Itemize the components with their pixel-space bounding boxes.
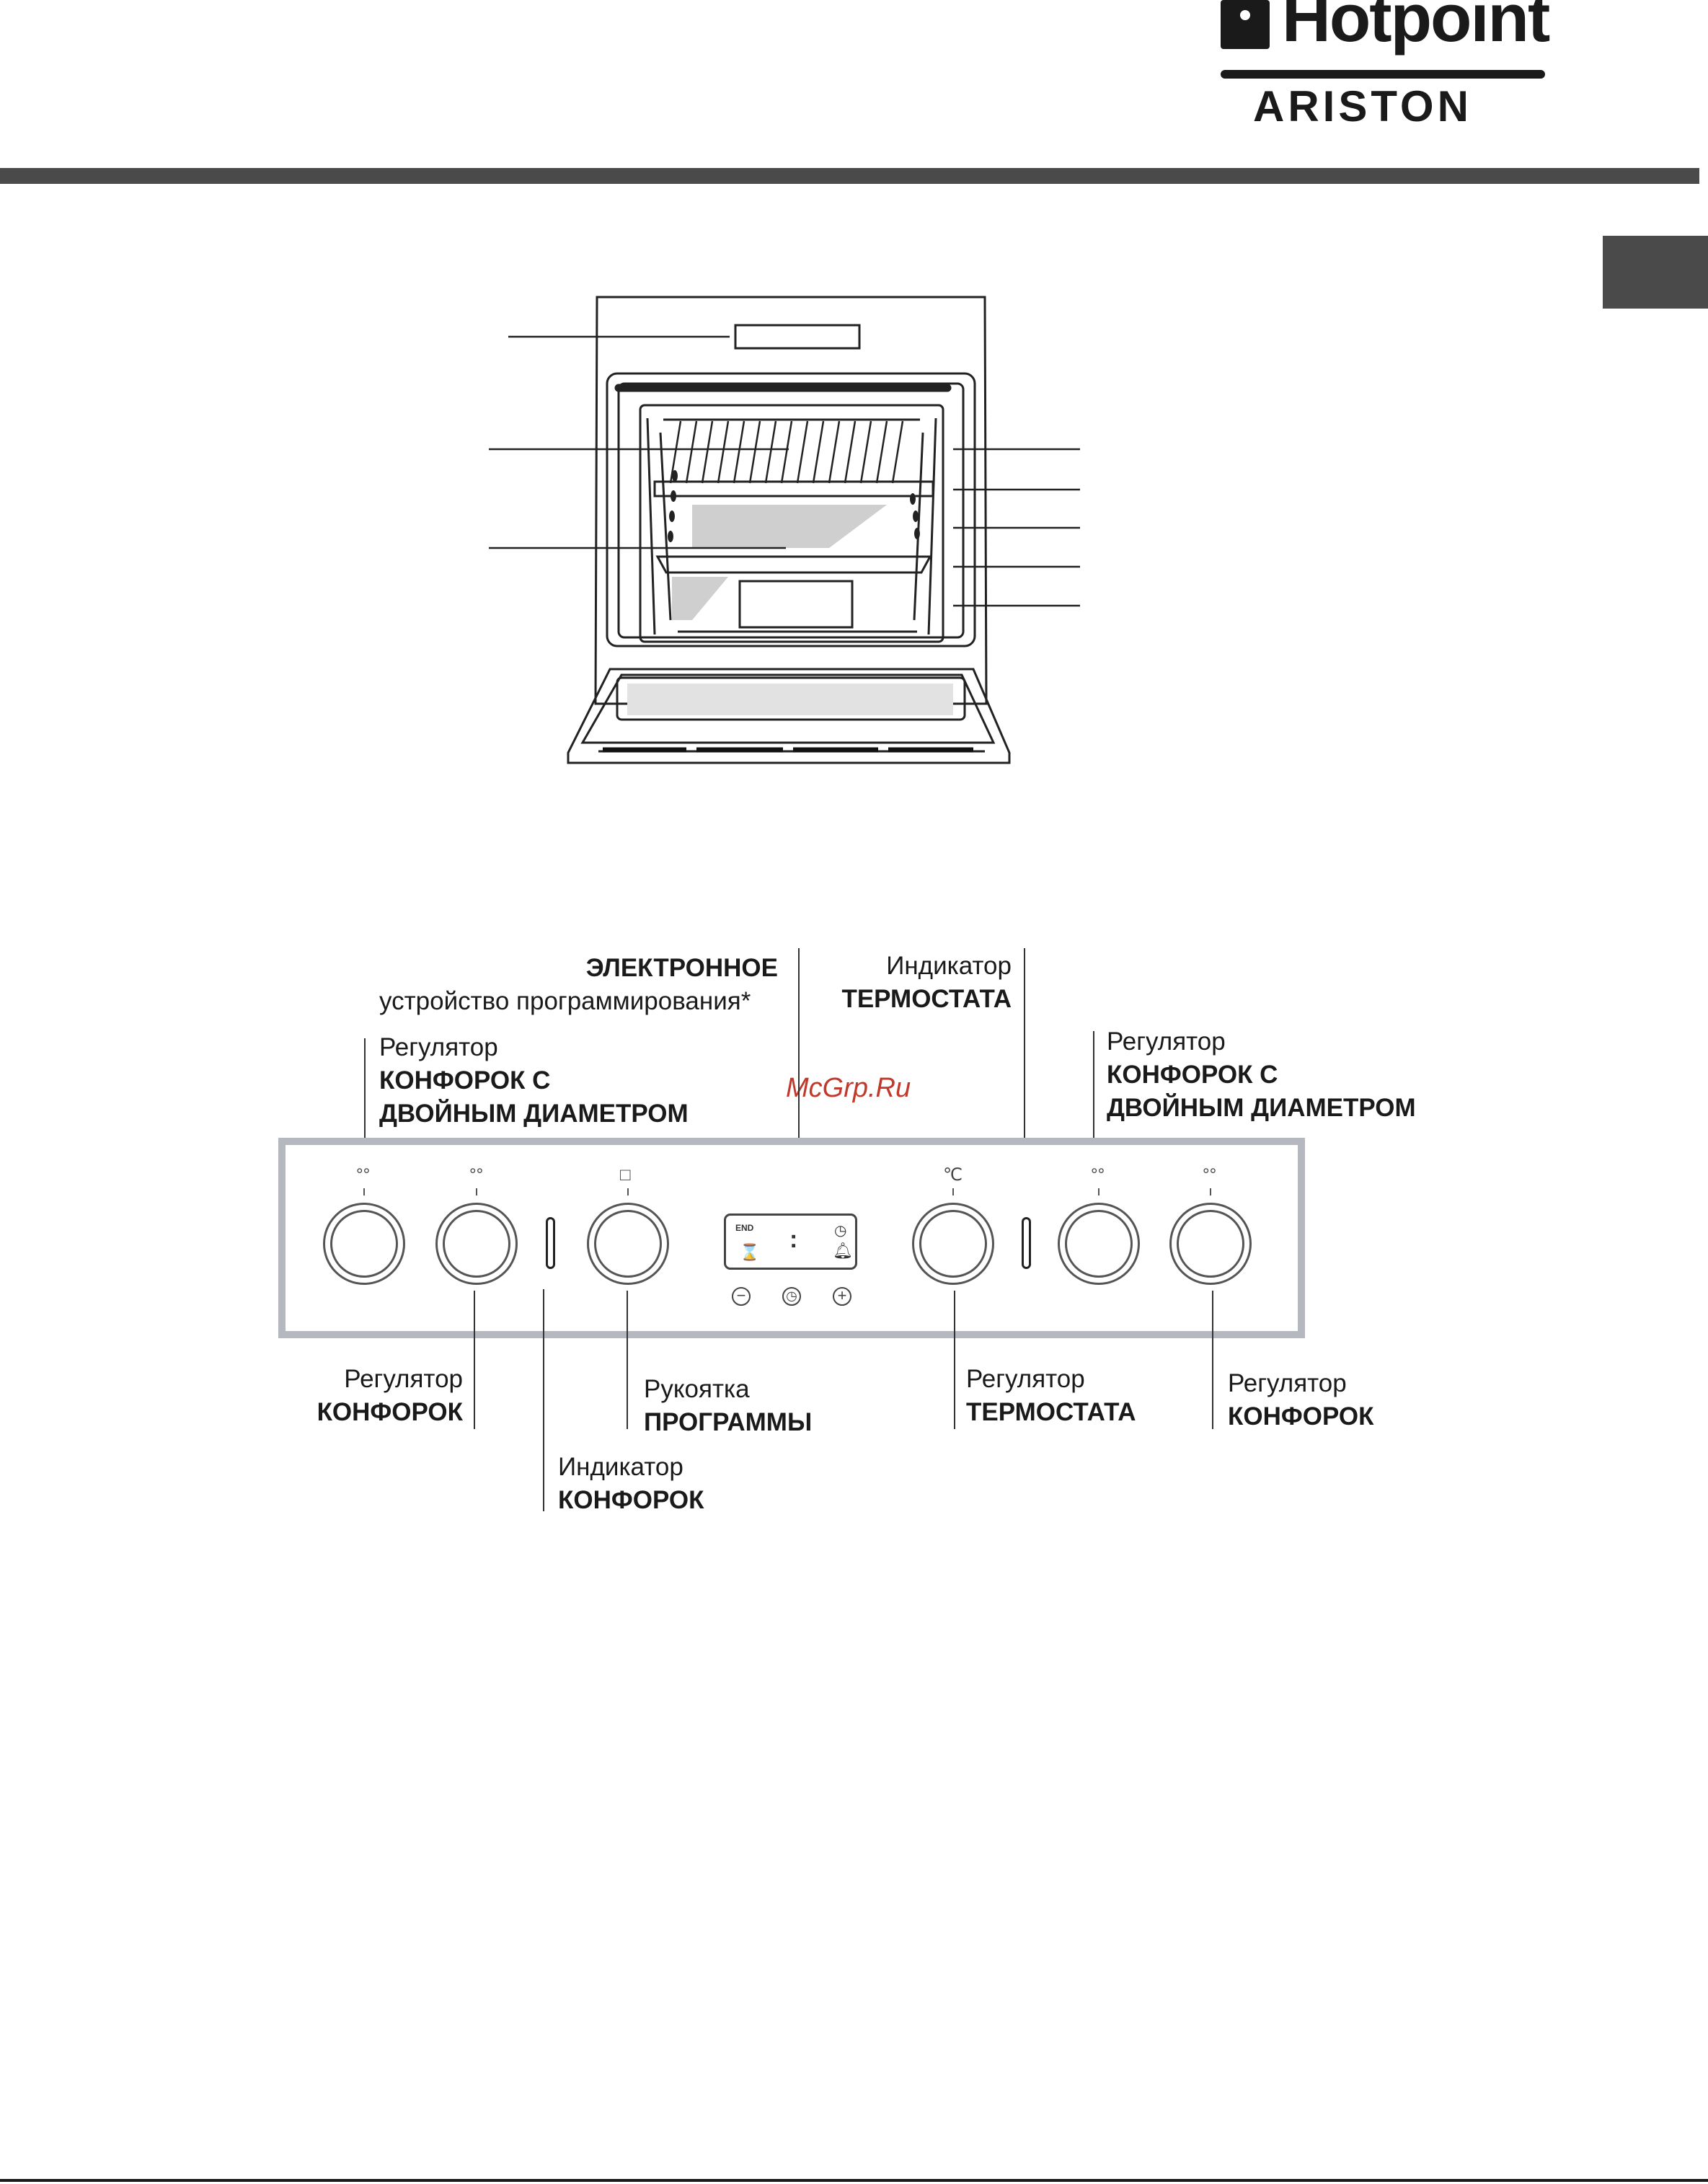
knob-tick — [476, 1188, 477, 1195]
dual-burner-symbol-icon: °° — [356, 1167, 370, 1184]
thermostat-indicator-light — [1022, 1217, 1031, 1269]
knob-tick — [952, 1188, 954, 1195]
program-symbol-icon: □ — [620, 1167, 631, 1184]
program-knob[interactable] — [587, 1203, 669, 1285]
dual-hob-knob-right[interactable] — [1058, 1203, 1140, 1285]
leader-line — [1093, 1031, 1094, 1139]
hob-knob-right[interactable] — [1169, 1203, 1252, 1285]
knob-tick — [1210, 1188, 1211, 1195]
label-dual-hob-left: Регулятор КОНФОРОК С ДВОЙНЫМ ДИАМЕТРОМ — [379, 1031, 689, 1131]
watermark: McGrp.Ru — [786, 1073, 911, 1104]
label-hob-regulator-left: Регулятор КОНФОРОК — [317, 1363, 463, 1429]
leader-line — [1212, 1291, 1213, 1429]
display-colon: : — [789, 1226, 797, 1254]
minus-button[interactable]: − — [732, 1287, 751, 1306]
burner-symbol-icon: °° — [1091, 1167, 1105, 1184]
burner-symbol-icon: °° — [1203, 1167, 1216, 1184]
leader-line — [954, 1291, 955, 1429]
hob-indicator-light — [546, 1217, 555, 1269]
leader-line — [474, 1291, 475, 1429]
leader-line — [364, 1038, 366, 1139]
knob-tick — [627, 1188, 629, 1195]
label-hob-indicator: Индикатор КОНФОРОК — [558, 1451, 704, 1517]
label-thermostat-indicator: Индикатор ТЕРМОСТАТА — [841, 950, 1012, 1016]
hourglass-icon: ⌛ — [740, 1243, 759, 1262]
plus-button[interactable]: + — [833, 1287, 851, 1306]
label-electronic-programmer: ЭЛЕКТРОННОЕ — [586, 952, 778, 985]
label-electronic-programmer-sub: устройство программирования* — [379, 985, 751, 1018]
footer-rule — [0, 2179, 1708, 2182]
knob-tick — [363, 1188, 365, 1195]
end-icon: END — [735, 1223, 753, 1233]
label-hob-regulator-right: Регулятор КОНФОРОК — [1228, 1367, 1373, 1433]
thermostat-knob[interactable] — [912, 1203, 994, 1285]
clock-button[interactable]: ◷ — [782, 1287, 801, 1306]
oven-illustration — [0, 0, 1708, 793]
leader-line — [627, 1291, 628, 1429]
leader-line — [543, 1289, 544, 1511]
knob-tick — [1098, 1188, 1099, 1195]
label-thermostat-regulator: Регулятор ТЕРМОСТАТА — [966, 1363, 1136, 1429]
hob-knob-left[interactable] — [435, 1203, 518, 1285]
dual-hob-knob-left[interactable] — [323, 1203, 405, 1285]
label-dual-hob-right: Регулятор КОНФОРОК С ДВОЙНЫМ ДИАМЕТРОМ — [1107, 1025, 1416, 1125]
label-program-knob: Рукоятка ПРОГРАММЫ — [644, 1373, 812, 1439]
dual-burner-symbol-icon: °° — [469, 1167, 483, 1184]
thermostat-symbol-icon: ℃ — [943, 1167, 963, 1184]
bell-icon: 🔔︎ — [833, 1242, 853, 1260]
clock-small-icon: ◷ — [834, 1221, 846, 1239]
